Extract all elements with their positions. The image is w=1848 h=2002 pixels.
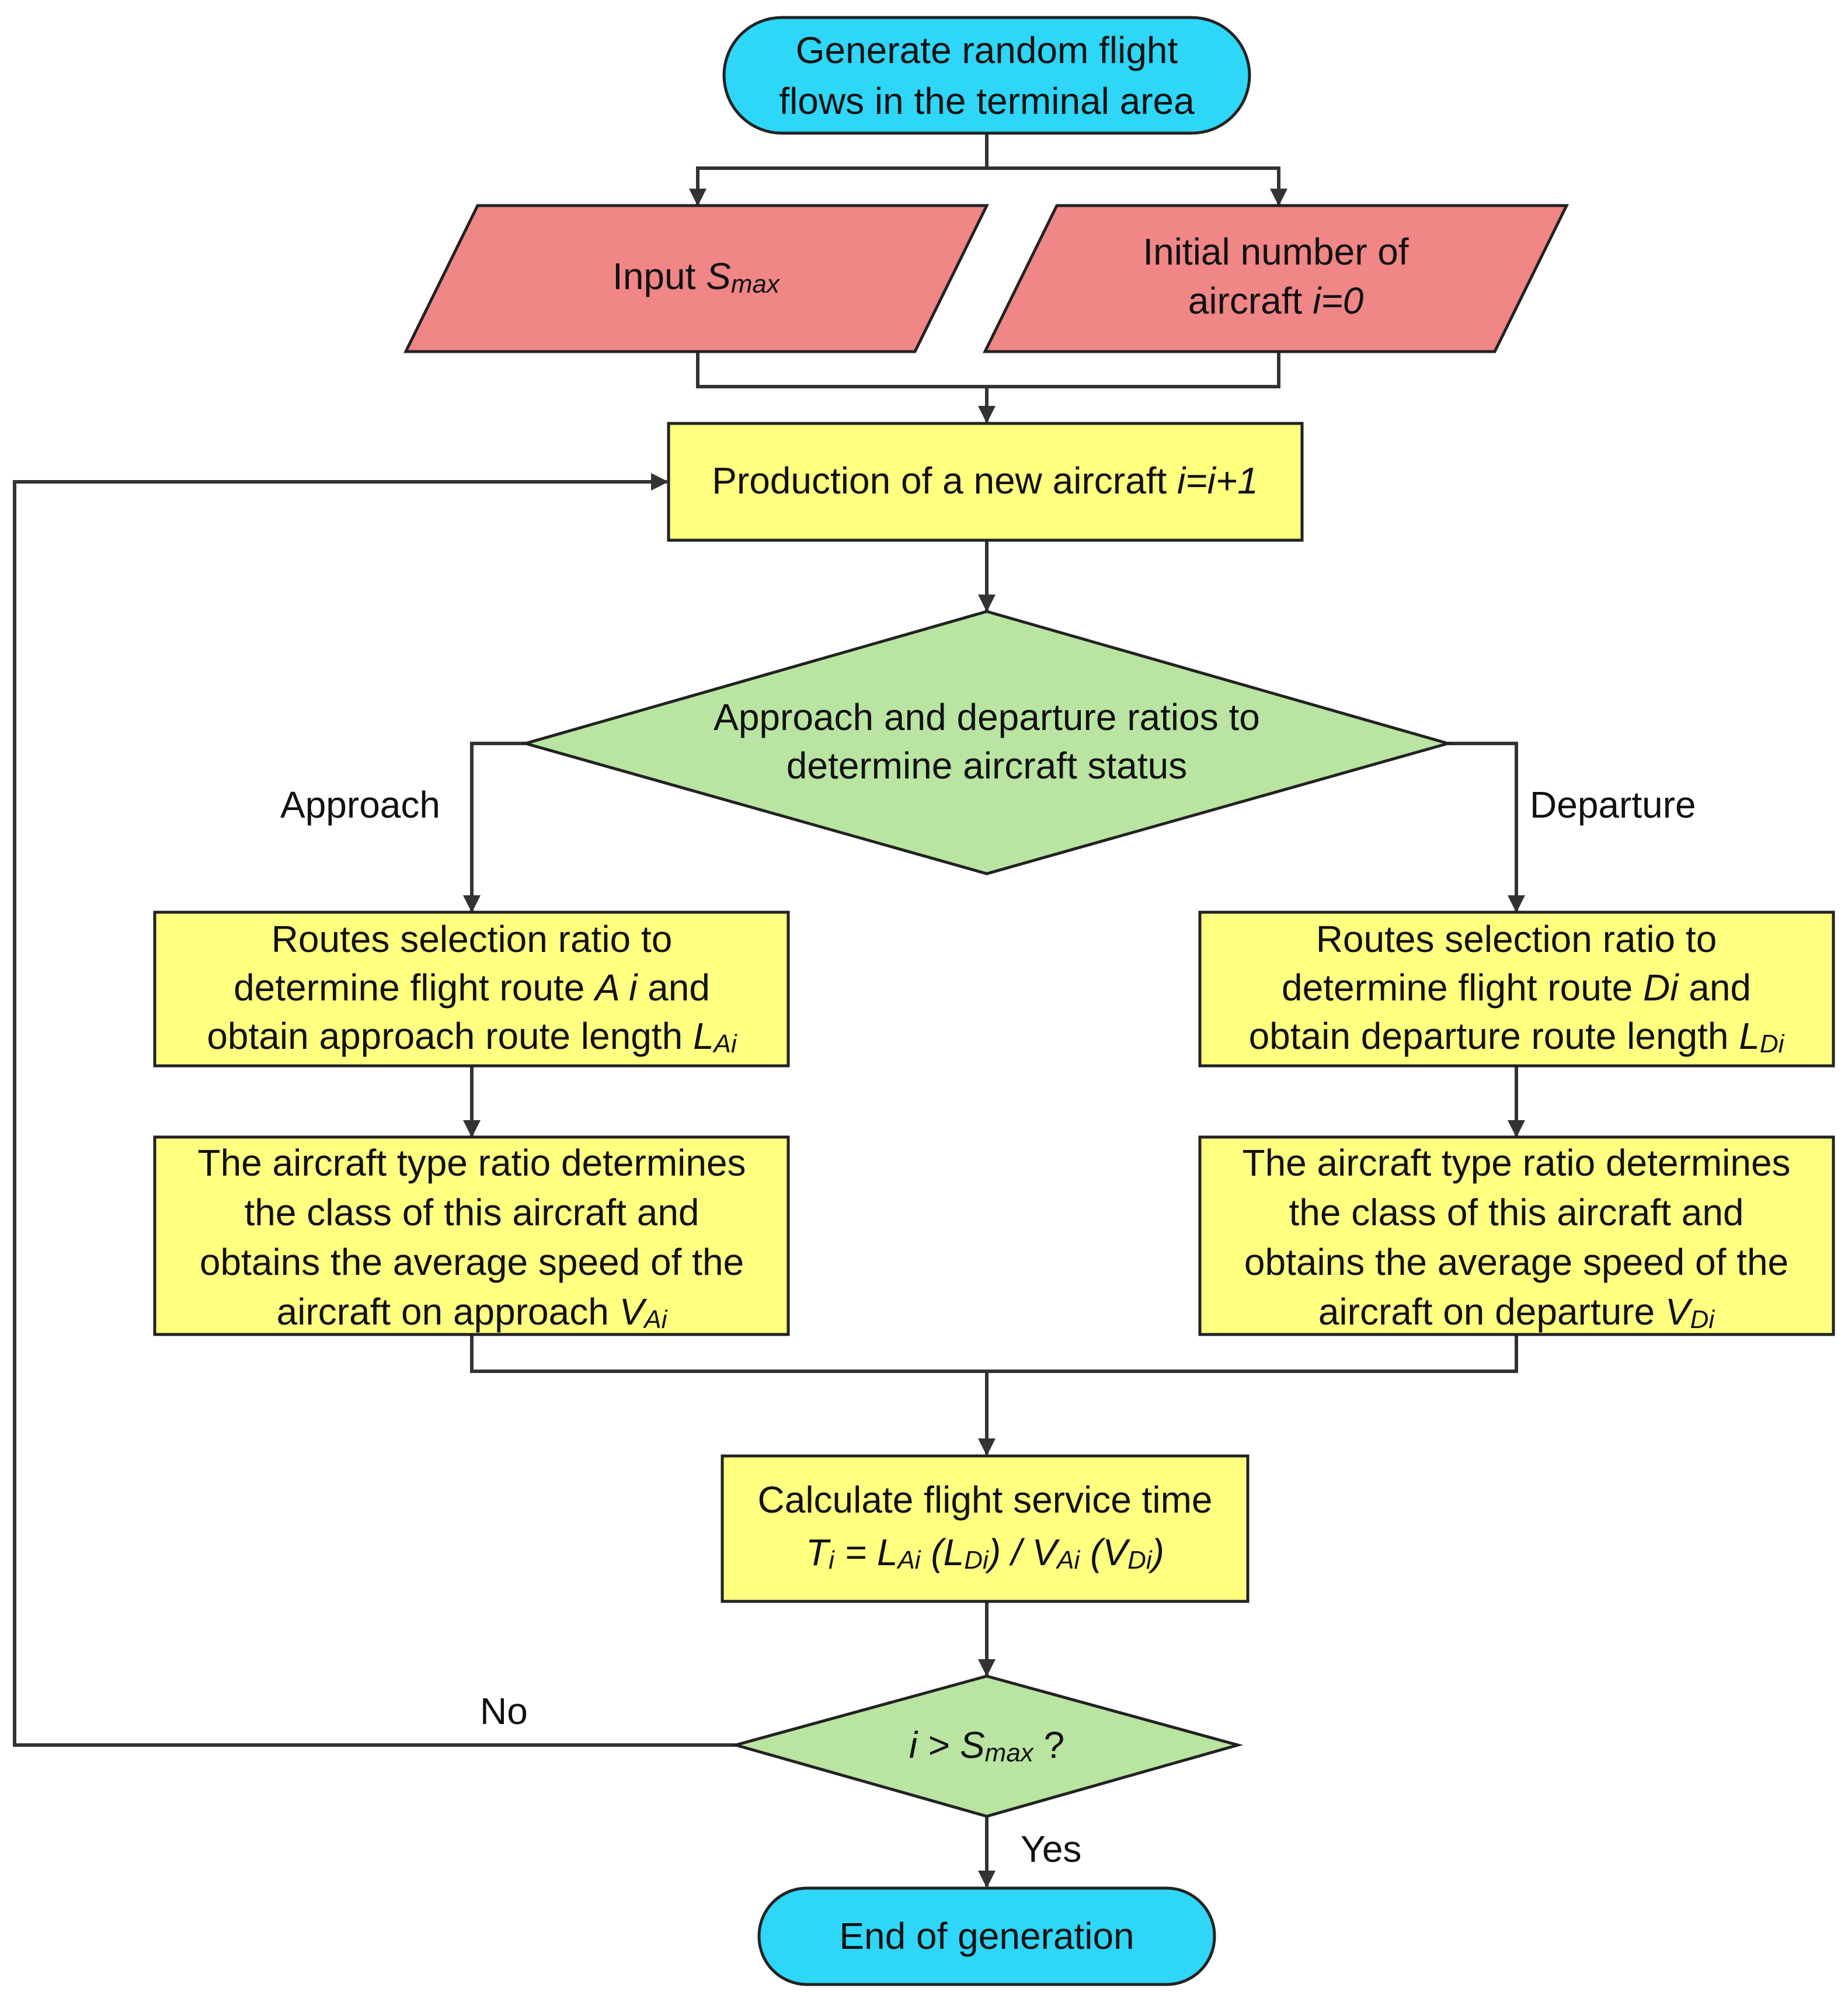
edge-label-yes: Yes xyxy=(1021,1828,1081,1870)
status-decision-line-1: Approach and departure ratios to xyxy=(714,696,1260,738)
start-line-2: flows in the terminal area xyxy=(779,80,1195,122)
edge-label-approach: Approach xyxy=(280,784,440,826)
initial-aircraft-line-2: aircraft i=0 xyxy=(1188,280,1364,322)
edge-label-no: No xyxy=(480,1690,528,1732)
approach-type-node: The aircraft type ratio determines the c… xyxy=(153,1135,790,1336)
approach-type-line-1: The aircraft type ratio determines xyxy=(197,1142,746,1184)
departure-route-line-3: obtain departure route length LDi xyxy=(1249,1015,1785,1058)
service-time-line-1: Calculate flight service time xyxy=(758,1479,1213,1521)
status-decision-line-2: determine aircraft status xyxy=(786,745,1188,787)
approach-route-line-3: obtain approach route length LAi xyxy=(207,1015,737,1058)
initial-aircraft-line-1: Initial number of xyxy=(1143,231,1409,273)
departure-route-node: Routes selection ratio to determine flig… xyxy=(1198,910,1835,1068)
approach-route-line-1: Routes selection ratio to xyxy=(272,918,673,960)
input-smax-label: Input Smax xyxy=(612,255,781,298)
edge-start-to-init xyxy=(987,166,1287,206)
edge-decision-departure xyxy=(1448,742,1525,913)
approach-route-node: Routes selection ratio to determine flig… xyxy=(153,910,790,1068)
end-terminal: End of generation xyxy=(757,1886,1216,1986)
edge-end-decision-no-loop xyxy=(13,473,736,1747)
service-time-node: Calculate flight service time Ti = LAi (… xyxy=(721,1454,1250,1603)
input-smax-node: Input Smax xyxy=(403,204,990,353)
edge-label-departure: Departure xyxy=(1530,784,1696,826)
edge-types-merge xyxy=(470,1334,1518,1373)
status-decision-node: Approach and departure ratios to determi… xyxy=(520,610,1454,875)
edge-decision-approach xyxy=(463,742,525,913)
departure-type-line-1: The aircraft type ratio determines xyxy=(1242,1142,1790,1184)
edge-start-to-inputs xyxy=(689,133,989,206)
approach-type-line-2: the class of this aircraft and xyxy=(244,1191,699,1233)
approach-type-line-3: obtains the average speed of the xyxy=(200,1241,744,1283)
end-decision-node: i > Smax ? xyxy=(730,1674,1244,1818)
departure-route-line-1: Routes selection ratio to xyxy=(1316,918,1717,960)
new-aircraft-node: Production of a new aircraft i=i+1 xyxy=(667,422,1304,542)
start-terminal: Generate random flight flows in the term… xyxy=(722,16,1251,135)
service-time-formula: Ti = LAi (LDi) / VAi (VDi) xyxy=(806,1531,1164,1575)
end-decision-label: i > Smax ? xyxy=(909,1724,1064,1767)
departure-type-line-4: aircraft on departure VDi xyxy=(1318,1291,1715,1334)
edges xyxy=(13,133,1525,1888)
start-line-1: Generate random flight xyxy=(796,29,1178,71)
approach-type-line-4: aircraft on approach VAi xyxy=(277,1291,668,1334)
departure-route-line-2: determine flight route Di and xyxy=(1282,967,1751,1009)
edge-inputs-merge xyxy=(696,352,1280,388)
approach-route-line-2: determine flight route A i and xyxy=(234,967,710,1009)
departure-type-line-3: obtains the average speed of the xyxy=(1244,1241,1788,1283)
end-label: End of generation xyxy=(839,1915,1134,1957)
new-aircraft-label: Production of a new aircraft i=i+1 xyxy=(712,460,1258,502)
departure-type-node: The aircraft type ratio determines the c… xyxy=(1198,1135,1835,1336)
departure-type-line-2: the class of this aircraft and xyxy=(1289,1191,1743,1233)
initial-aircraft-node: Initial number of aircraft i=0 xyxy=(982,204,1569,353)
